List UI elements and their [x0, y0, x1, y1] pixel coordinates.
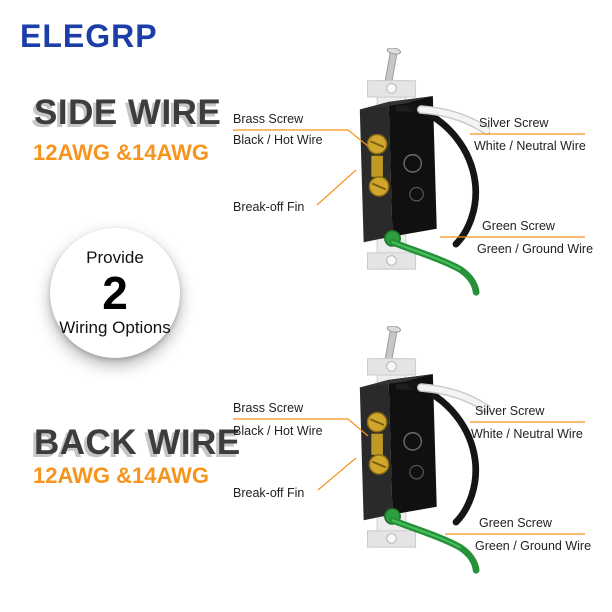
badge-line1: Provide — [86, 247, 144, 267]
callout-brass-screw: Brass Screw — [233, 112, 304, 126]
callout-black-hot-wire: Black / Hot Wire — [233, 133, 323, 147]
switch-illustration-side — [295, 48, 490, 298]
brand-logo: ELEGRP — [20, 18, 158, 54]
callout-green-screw: Green Screw — [479, 516, 552, 530]
callout-break-off-fin: Break-off Fin — [233, 200, 305, 214]
callout-break-off-fin: Break-off Fin — [233, 486, 305, 500]
back-wire-title: BACK WIRE — [34, 423, 241, 462]
callout-brass-screw: Brass Screw — [233, 401, 304, 415]
callout-green-ground-wire: Green / Ground Wire — [477, 242, 594, 256]
side-wire-title: SIDE WIRE — [34, 93, 222, 132]
back-wire-gauge: 12AWG &14AWG — [33, 463, 210, 488]
callout-black-hot-wire: Black / Hot Wire — [233, 424, 323, 438]
badge-number: 2 — [102, 266, 128, 319]
callout-white-neutral-wire: White / Neutral Wire — [474, 139, 586, 153]
callout-green-ground-wire: Green / Ground Wire — [475, 539, 592, 553]
switch-illustration-back — [295, 326, 490, 576]
callout-green-screw: Green Screw — [482, 219, 555, 233]
wiring-options-badge: Provide 2 Wiring Options — [50, 228, 180, 358]
callout-silver-screw: Silver Screw — [475, 404, 545, 418]
badge-line2: Wiring Options — [59, 318, 171, 338]
callout-white-neutral-wire: White / Neutral Wire — [471, 427, 583, 441]
callout-silver-screw: Silver Screw — [479, 116, 549, 130]
side-wire-gauge: 12AWG &14AWG — [33, 140, 210, 165]
